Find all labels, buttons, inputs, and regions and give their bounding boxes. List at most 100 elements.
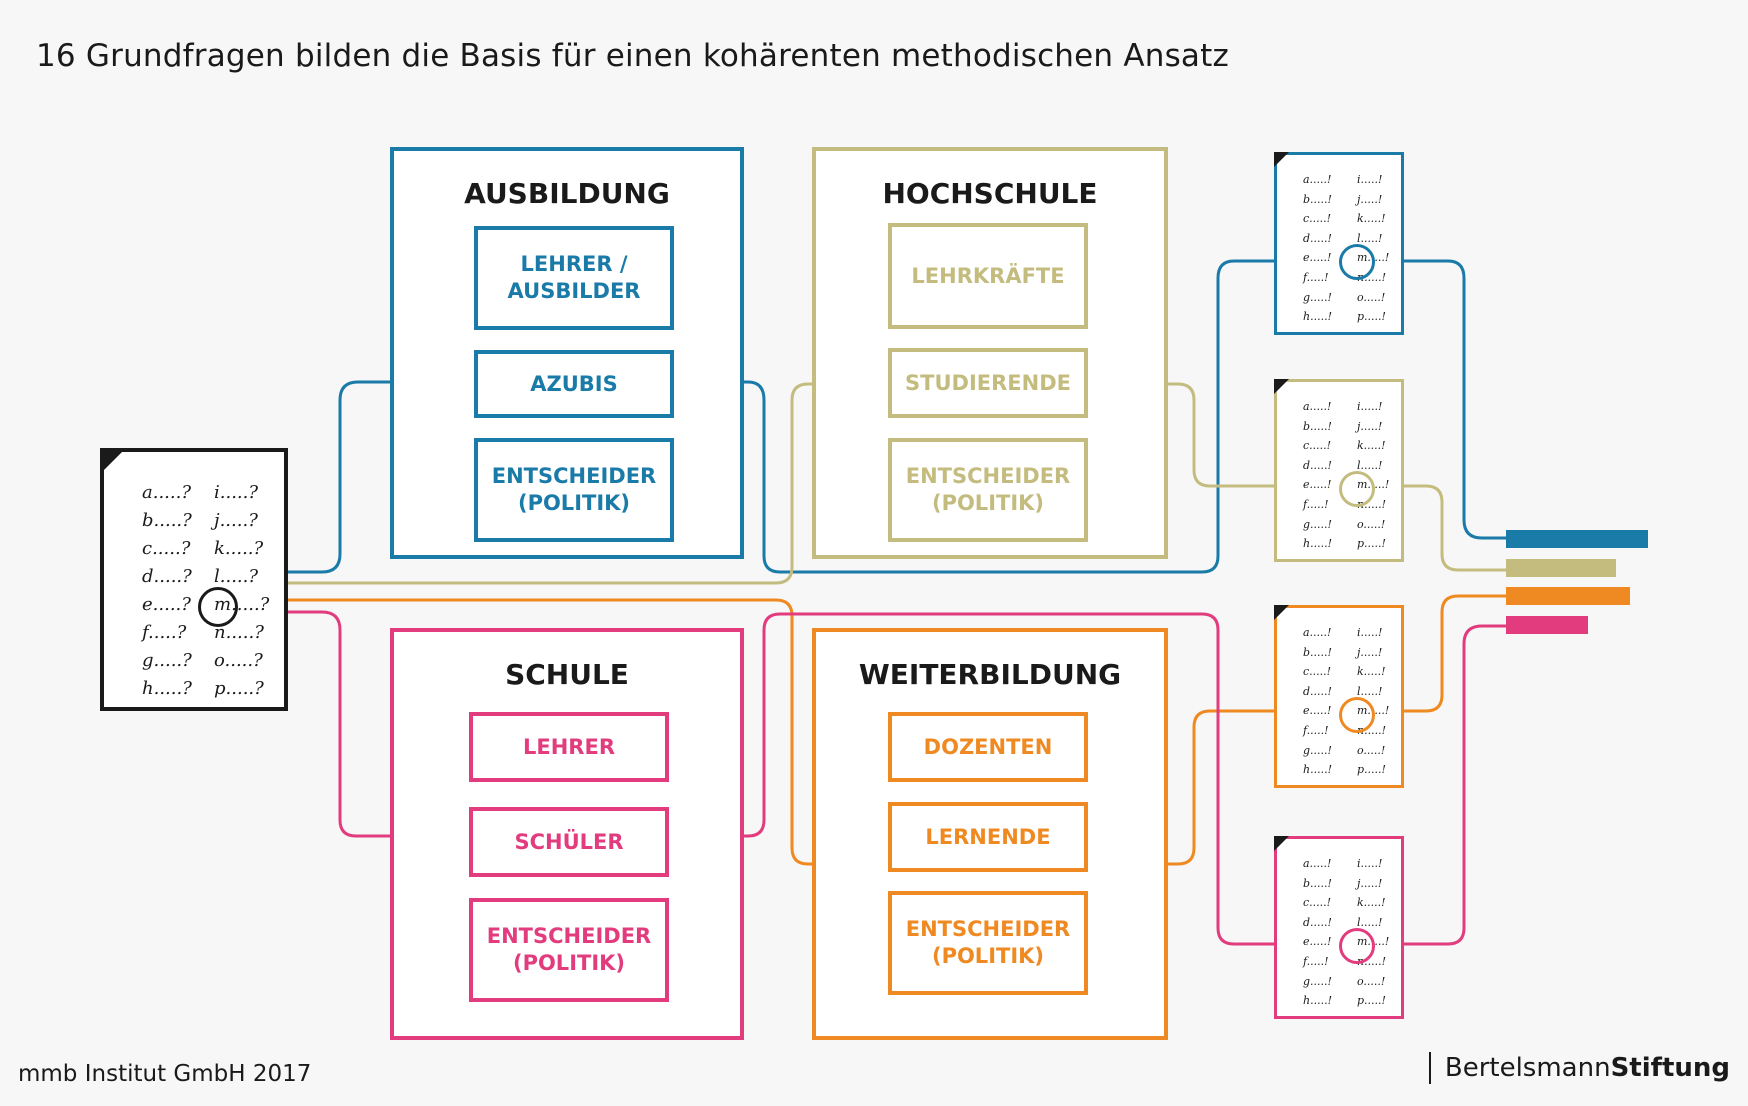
connector-orange xyxy=(288,594,1506,866)
question-row: a.....? xyxy=(142,482,191,503)
answer-row: j.....! xyxy=(1357,645,1383,659)
answer-row: k.....! xyxy=(1357,439,1386,453)
sector-title: WEITERBILDUNG xyxy=(858,658,1122,691)
question-row: d.....? xyxy=(142,566,192,587)
question-row: e.....? xyxy=(142,594,191,615)
answer-row: j.....! xyxy=(1357,419,1383,433)
answer-row: f.....! xyxy=(1303,271,1329,284)
source-credit: mmb Institut GmbH 2017 xyxy=(18,1061,312,1087)
highlight-circle xyxy=(1339,244,1375,280)
question-row: k.....? xyxy=(214,538,264,559)
answer-row: a.....! xyxy=(1303,857,1332,870)
answer-row: i.....! xyxy=(1357,857,1383,870)
sector-title: AUSBILDUNG xyxy=(464,177,670,210)
answer-row: f.....! xyxy=(1303,724,1329,737)
sector-title: SCHULE xyxy=(505,658,629,691)
answer-row: h.....! xyxy=(1303,763,1332,777)
answer-row: c.....! xyxy=(1303,665,1332,679)
question-row: c.....? xyxy=(142,538,191,559)
answer-row: o.....! xyxy=(1357,743,1386,757)
answer-row: g.....! xyxy=(1303,974,1332,988)
group-lehrer: LEHRER xyxy=(469,712,669,782)
answer-sheet-schule: a.....! b.....! c.....! d.....! e.....! f....… xyxy=(1274,836,1404,1019)
question-row: o.....? xyxy=(214,650,263,671)
group-dozenten: DOZENTEN xyxy=(888,712,1088,782)
group-entscheider: ENTSCHEIDER (POLITIK) xyxy=(474,438,674,542)
answer-row: b.....! xyxy=(1303,419,1332,433)
result-bar-orange xyxy=(1506,587,1630,605)
answer-row: j.....! xyxy=(1357,192,1383,206)
answer-row: f.....! xyxy=(1303,955,1329,968)
answer-row: p.....! xyxy=(1357,537,1386,551)
answer-row: l.....! xyxy=(1357,915,1383,929)
answer-row: k.....! xyxy=(1357,212,1386,226)
answer-row: c.....! xyxy=(1303,896,1332,910)
question-row: i.....? xyxy=(214,482,259,503)
folded-corner-icon xyxy=(1274,379,1289,394)
result-bar-blue xyxy=(1506,530,1648,548)
answer-row: e.....! xyxy=(1303,935,1332,949)
answer-row: p.....! xyxy=(1357,310,1386,324)
answer-row: g.....! xyxy=(1303,517,1332,531)
answer-row: b.....! xyxy=(1303,645,1332,659)
answer-row: o.....! xyxy=(1357,517,1386,531)
sector-schule: SCHULE LEHRER SCHÜLER ENTSCHEIDER (POLIT… xyxy=(390,628,744,1040)
connector-olive xyxy=(288,382,1506,585)
question-row: f.....? xyxy=(142,622,187,643)
group-lernende: LERNENDE xyxy=(888,802,1088,872)
answer-row: a.....! xyxy=(1303,173,1332,186)
answer-sheet-hochschule: a.....! b.....! c.....! d.....! e.....! f....… xyxy=(1274,379,1404,562)
answer-row: c.....! xyxy=(1303,212,1332,226)
brand-logo: BertelsmannStiftung xyxy=(1428,1052,1730,1084)
answer-row: a.....! xyxy=(1303,400,1332,413)
answer-row: e.....! xyxy=(1303,478,1332,492)
answer-row: g.....! xyxy=(1303,290,1332,304)
group-entscheider: ENTSCHEIDER (POLITIK) xyxy=(888,438,1088,542)
answer-row: i.....! xyxy=(1357,173,1383,186)
group-azubis: AZUBIS xyxy=(474,350,674,418)
answer-row: k.....! xyxy=(1357,665,1386,679)
answer-row: d.....! xyxy=(1303,915,1332,929)
answer-row: e.....! xyxy=(1303,251,1332,265)
question-row: b.....? xyxy=(142,510,192,531)
group-entscheider: ENTSCHEIDER (POLITIK) xyxy=(888,891,1088,995)
answer-row: g.....! xyxy=(1303,743,1332,757)
sector-hochschule: HOCHSCHULE LEHRKRÄFTE STUDIERENDE ENTSCH… xyxy=(812,147,1168,559)
answer-row: e.....! xyxy=(1303,704,1332,718)
highlight-circle xyxy=(1339,471,1375,507)
answer-row: p.....! xyxy=(1357,763,1386,777)
highlight-circle xyxy=(1339,928,1375,964)
sector-ausbildung: AUSBILDUNG LEHRER / AUSBILDER AZUBIS ENT… xyxy=(390,147,744,559)
answer-row: l.....! xyxy=(1357,458,1383,472)
answer-row: d.....! xyxy=(1303,684,1332,698)
question-row: j.....? xyxy=(214,510,258,531)
folded-corner-icon xyxy=(1274,152,1289,167)
connector-blue xyxy=(288,259,1506,574)
folded-corner-icon xyxy=(1274,605,1289,620)
answer-row: o.....! xyxy=(1357,290,1386,304)
brand-bold: Stiftung xyxy=(1610,1053,1730,1083)
answer-row: h.....! xyxy=(1303,994,1332,1008)
highlight-circle xyxy=(1339,697,1375,733)
answer-row: b.....! xyxy=(1303,876,1332,890)
answer-row: c.....! xyxy=(1303,439,1332,453)
answer-sheet-ausbildung: a.....!b.....!c.....!d.....!e.....!f....… xyxy=(1274,152,1404,335)
answer-row: d.....! xyxy=(1303,458,1332,472)
answer-row: i.....! xyxy=(1357,400,1383,413)
answer-row: h.....! xyxy=(1303,310,1332,324)
answer-row: l.....! xyxy=(1357,684,1383,698)
folded-corner-icon xyxy=(100,448,126,474)
answer-row: d.....! xyxy=(1303,231,1332,245)
answer-row: i.....! xyxy=(1357,626,1383,639)
result-bar-pink xyxy=(1506,616,1588,634)
questionnaire-document: a.....? b.....? c.....? d.....? e.....? f....… xyxy=(100,448,288,711)
sector-title: HOCHSCHULE xyxy=(882,177,1098,210)
brand-light: Bertelsmann xyxy=(1444,1053,1611,1083)
result-bar-olive xyxy=(1506,559,1616,577)
answer-row: p.....! xyxy=(1357,994,1386,1008)
answer-row: j.....! xyxy=(1357,876,1383,890)
answer-row: f.....! xyxy=(1303,498,1329,511)
connector-pink xyxy=(288,610,1506,946)
answer-row: l.....! xyxy=(1357,231,1383,245)
question-row: p.....? xyxy=(214,678,264,699)
